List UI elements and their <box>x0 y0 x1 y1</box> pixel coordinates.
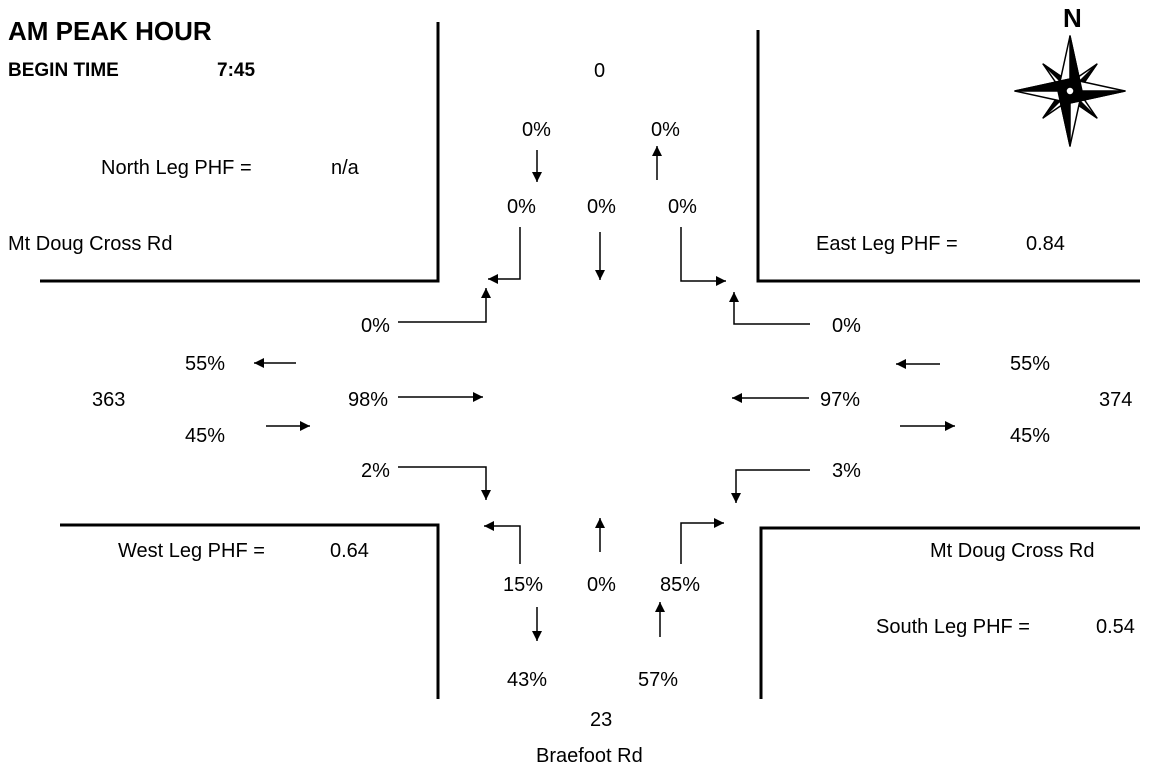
west-right-turn-pct: 2% <box>361 460 390 482</box>
begin-time-value: 7:45 <box>217 60 256 81</box>
west-right-turn-arrow <box>398 466 491 500</box>
east-street-name: Mt Doug Cross Rd <box>930 540 1095 562</box>
curb-northeast <box>756 30 1140 283</box>
west-phf-label: West Leg PHF = <box>118 540 265 562</box>
south-right-turn-arrow <box>680 518 724 564</box>
south-left-turn-pct: 15% <box>503 574 544 596</box>
east-left-turn-pct: 3% <box>832 460 861 482</box>
west-street-name: Mt Doug Cross Rd <box>8 233 173 255</box>
east-leg-out-pct: 45% <box>1010 425 1051 447</box>
east-through-pct: 97% <box>820 389 861 411</box>
north-leg-out-pct: 0% <box>522 119 551 141</box>
curb-southeast <box>759 526 1140 699</box>
curb-southwest <box>60 523 440 699</box>
west-left-turn-pct: 0% <box>361 315 390 337</box>
north-left-turn-arrow <box>680 227 726 286</box>
south-through-pct: 0% <box>587 574 616 596</box>
north-label: N <box>1063 3 1082 33</box>
south-leg-out-pct: 43% <box>507 669 548 691</box>
south-leg-in-pct: 57% <box>638 669 679 691</box>
curb-lines <box>40 22 1140 699</box>
north-right-turn-pct: 0% <box>507 196 536 218</box>
curb-northwest <box>40 22 440 283</box>
compass-rose-icon <box>1014 35 1126 147</box>
north-left-turn-pct: 0% <box>668 196 697 218</box>
north-phf-label: North Leg PHF = <box>101 157 252 179</box>
west-leg-in-pct: 45% <box>185 425 226 447</box>
south-street-name: Braefoot Rd <box>536 745 643 767</box>
south-phf-value: 0.54 <box>1096 616 1135 638</box>
north-through-pct: 0% <box>587 196 616 218</box>
west-through-pct: 98% <box>348 389 389 411</box>
south-left-turn-arrow <box>484 521 521 564</box>
east-leg-in-pct: 55% <box>1010 353 1051 375</box>
east-phf-label: East Leg PHF = <box>816 233 958 255</box>
east-left-turn-arrow <box>731 469 810 503</box>
west-leg-total: 363 <box>92 389 126 411</box>
east-phf-value: 0.84 <box>1026 233 1065 255</box>
west-leg-out-pct: 55% <box>185 353 226 375</box>
south-right-turn-pct: 85% <box>660 574 701 596</box>
begin-time-label: BEGIN TIME <box>8 60 119 81</box>
south-phf-label: South Leg PHF = <box>876 616 1030 638</box>
north-phf-value: n/a <box>331 157 359 179</box>
west-left-turn-arrow <box>398 288 491 323</box>
west-phf-value: 0.64 <box>330 540 369 562</box>
south-leg-total: 23 <box>590 709 613 731</box>
north-leg-total: 0 <box>594 60 606 82</box>
north-right-turn-arrow <box>488 227 521 284</box>
east-right-turn-pct: 0% <box>832 315 861 337</box>
east-leg-total: 374 <box>1099 389 1133 411</box>
east-right-turn-arrow <box>729 292 810 325</box>
page-title: AM PEAK HOUR <box>8 16 212 46</box>
movement-arrows <box>254 146 955 641</box>
north-leg-in-pct: 0% <box>651 119 680 141</box>
